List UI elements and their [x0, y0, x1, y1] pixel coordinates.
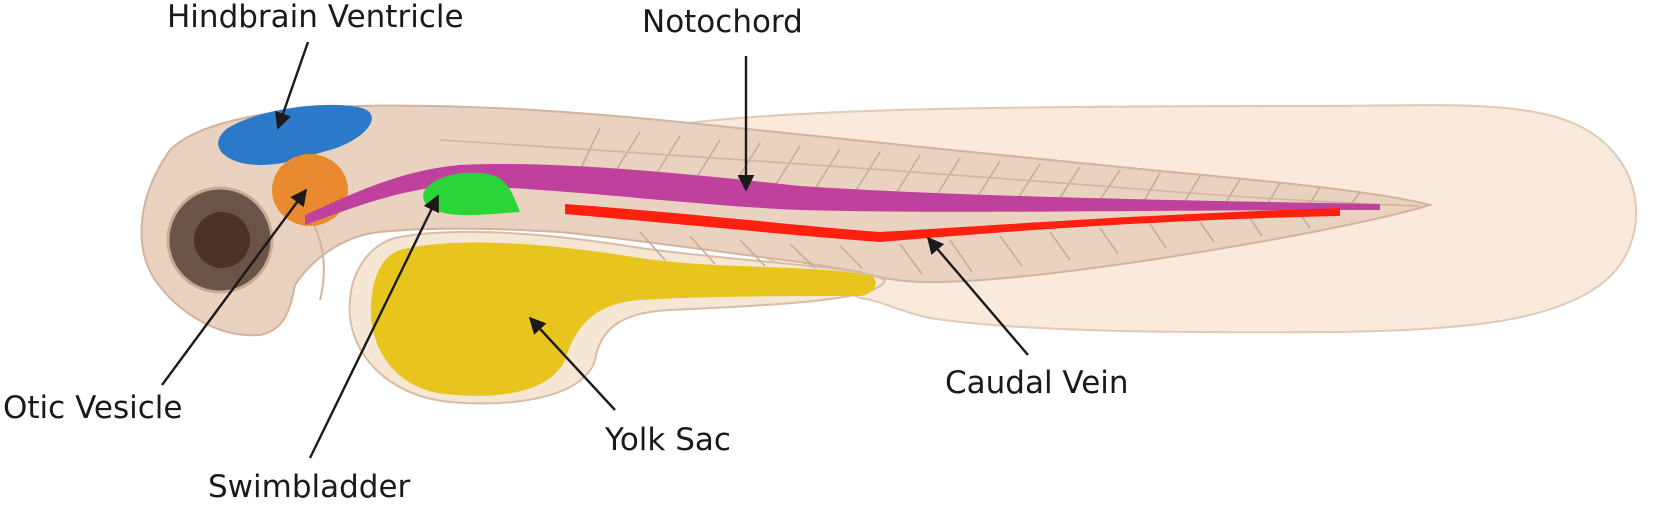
hindbrain-ventricle-shape [218, 104, 372, 165]
label-caudal-vein: Caudal Vein [945, 365, 1129, 401]
label-hindbrain-ventricle: Hindbrain Ventricle [167, 0, 464, 35]
arrow-caudal-vein [926, 236, 1029, 356]
label-swimbladder: Swimbladder [208, 469, 411, 505]
swimbladder-shape [423, 172, 520, 216]
dorsal-line [439, 139, 1421, 207]
yolk-sac-shape [370, 242, 876, 396]
annotation-arrows [161, 41, 1029, 459]
notochord-shape [305, 164, 1380, 225]
label-otic-vesicle: Otic Vesicle [3, 390, 182, 426]
label-notochord: Notochord [642, 4, 803, 40]
larva-body [140, 104, 1434, 337]
arrow-yolk-sac [528, 316, 616, 411]
arrow-swimbladder [308, 194, 440, 459]
arrow-otic-vesicle [161, 188, 307, 386]
eye-inner [194, 212, 250, 268]
label-yolk-sac: Yolk Sac [604, 422, 731, 458]
arrow-hindbrain-ventricle [275, 41, 310, 130]
caudal-vein-shape [565, 204, 1340, 242]
